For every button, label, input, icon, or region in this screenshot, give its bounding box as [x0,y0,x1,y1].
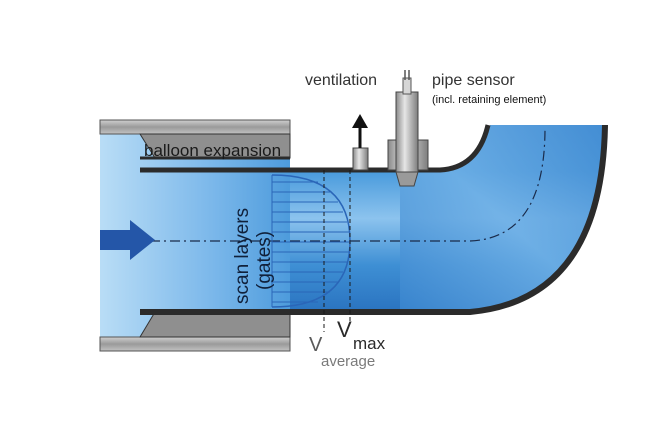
scan-layers-line2: (gates) [254,230,275,290]
scan-layers-line1: scan layers [232,207,253,304]
pipe-centerline [150,127,546,242]
v-average-symbol: V [309,334,323,356]
v-max-subscript: max [353,334,386,353]
pipe-wall-top [140,124,491,173]
pipe-sensor-icon [387,70,429,187]
ventilation-valve [352,128,369,171]
sleeve-bottom [99,336,291,352]
retaining-element-label: (incl. retaining element) [432,94,547,106]
v-max-symbol: V [337,317,352,342]
arrow-up-icon [352,114,368,128]
balloon-expansion-label: balloon expansion [144,141,282,160]
sleeve-top [99,119,291,135]
v-average-subscript: average [321,353,376,370]
velocity-profile [271,174,351,308]
arrow-right-icon [100,220,155,260]
pipe-sensor-label: pipe sensor [432,72,515,89]
pipe-wall-bottom [140,124,608,315]
elbow-water [400,125,605,312]
balloon-bottom [139,311,291,338]
scan-layers-label: scan layers (gates) [232,208,276,304]
ventilation-label: ventilation [305,72,378,89]
